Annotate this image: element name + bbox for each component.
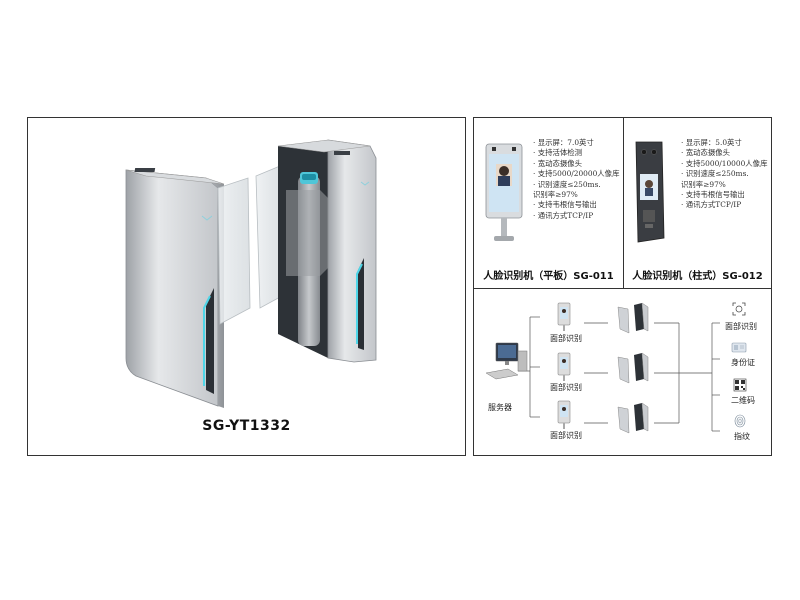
server-icon [485,342,528,380]
spec-item: 识别率≥97% [533,190,578,200]
spec-item: · 识别速度≤250ms. [681,169,749,179]
server-label: 服务器 [488,403,512,412]
turnstile-thumbnail [617,302,649,334]
spec-item: · 显示屏：7.0英寸 [533,138,594,147]
spec-item: · 支持5000/10000人像库 [681,158,768,168]
turnstile-illustration [125,139,377,408]
spec-item: · 通讯方式TCP/IP [533,210,594,220]
network-diagram-panel: 服务器 面部识别 面部识别 面部识别 面部识别 身份证 二维码 指纹 [473,288,772,456]
spec-item: · 支持5000/20000人像库 [533,169,620,179]
method-label-id-card: 身份证 [731,358,755,367]
glass-flap-left [217,177,251,325]
face-scan-icon [732,302,746,316]
terminal-label: 面部识别 [550,383,582,392]
network-lines [485,302,747,434]
spec-item: · 宽动态摄像头 [681,148,731,158]
spec-item: · 宽动态摄像头 [533,158,583,168]
column-device-image [635,141,665,243]
camera-pole [286,172,328,346]
face-terminal-icon [557,302,571,331]
tablet-device-panel: · 显示屏：7.0英寸 · 支持活体检测 · 宽动态摄像头 · 支持5000/2… [473,117,624,289]
column-device-panel: · 显示屏：5.0英寸 · 宽动态摄像头 · 支持5000/10000人像库 ·… [623,117,772,289]
tablet-spec-list: · 显示屏：7.0英寸 · 支持活体检测 · 宽动态摄像头 · 支持5000/2… [533,138,619,221]
column-caption: 人脸识别机（柱式）SG-012 [632,271,763,282]
face-terminal-icon [557,352,571,381]
spec-item: · 支持活体检测 [533,148,583,158]
turnstile-thumbnail [617,352,649,384]
tablet-device-image [485,143,523,241]
spec-item: · 识别速度≤250ms. [533,179,601,189]
spec-item: · 通讯方式TCP/IP [681,200,742,210]
fingerprint-icon [734,414,746,428]
method-label-face: 面部识别 [725,322,757,331]
terminal-label: 面部识别 [550,334,582,343]
id-card-icon [731,342,747,353]
terminal-label: 面部识别 [550,431,582,440]
qr-code-icon [733,378,747,392]
face-terminal-icon [557,400,571,429]
method-label-qr-code: 二维码 [731,396,755,405]
turnstile-product-panel: SG-YT1332 [27,117,466,456]
turnstile-thumbnail [617,402,649,434]
tablet-caption: 人脸识别机（平板）SG-011 [483,271,614,282]
left-cabinet [125,168,225,408]
product-model-title: SG-YT1332 [202,418,291,434]
spec-item: · 显示屏：5.0英寸 [681,138,742,147]
column-spec-list: · 显示屏：5.0英寸 · 宽动态摄像头 · 支持5000/10000人像库 ·… [681,138,767,211]
spec-item: · 支持韦根信号输出 [533,200,597,210]
method-label-fingerprint: 指纹 [734,432,750,441]
spec-item: 识别率≥97% [681,179,726,189]
spec-item: · 支持韦根信号输出 [681,190,745,200]
